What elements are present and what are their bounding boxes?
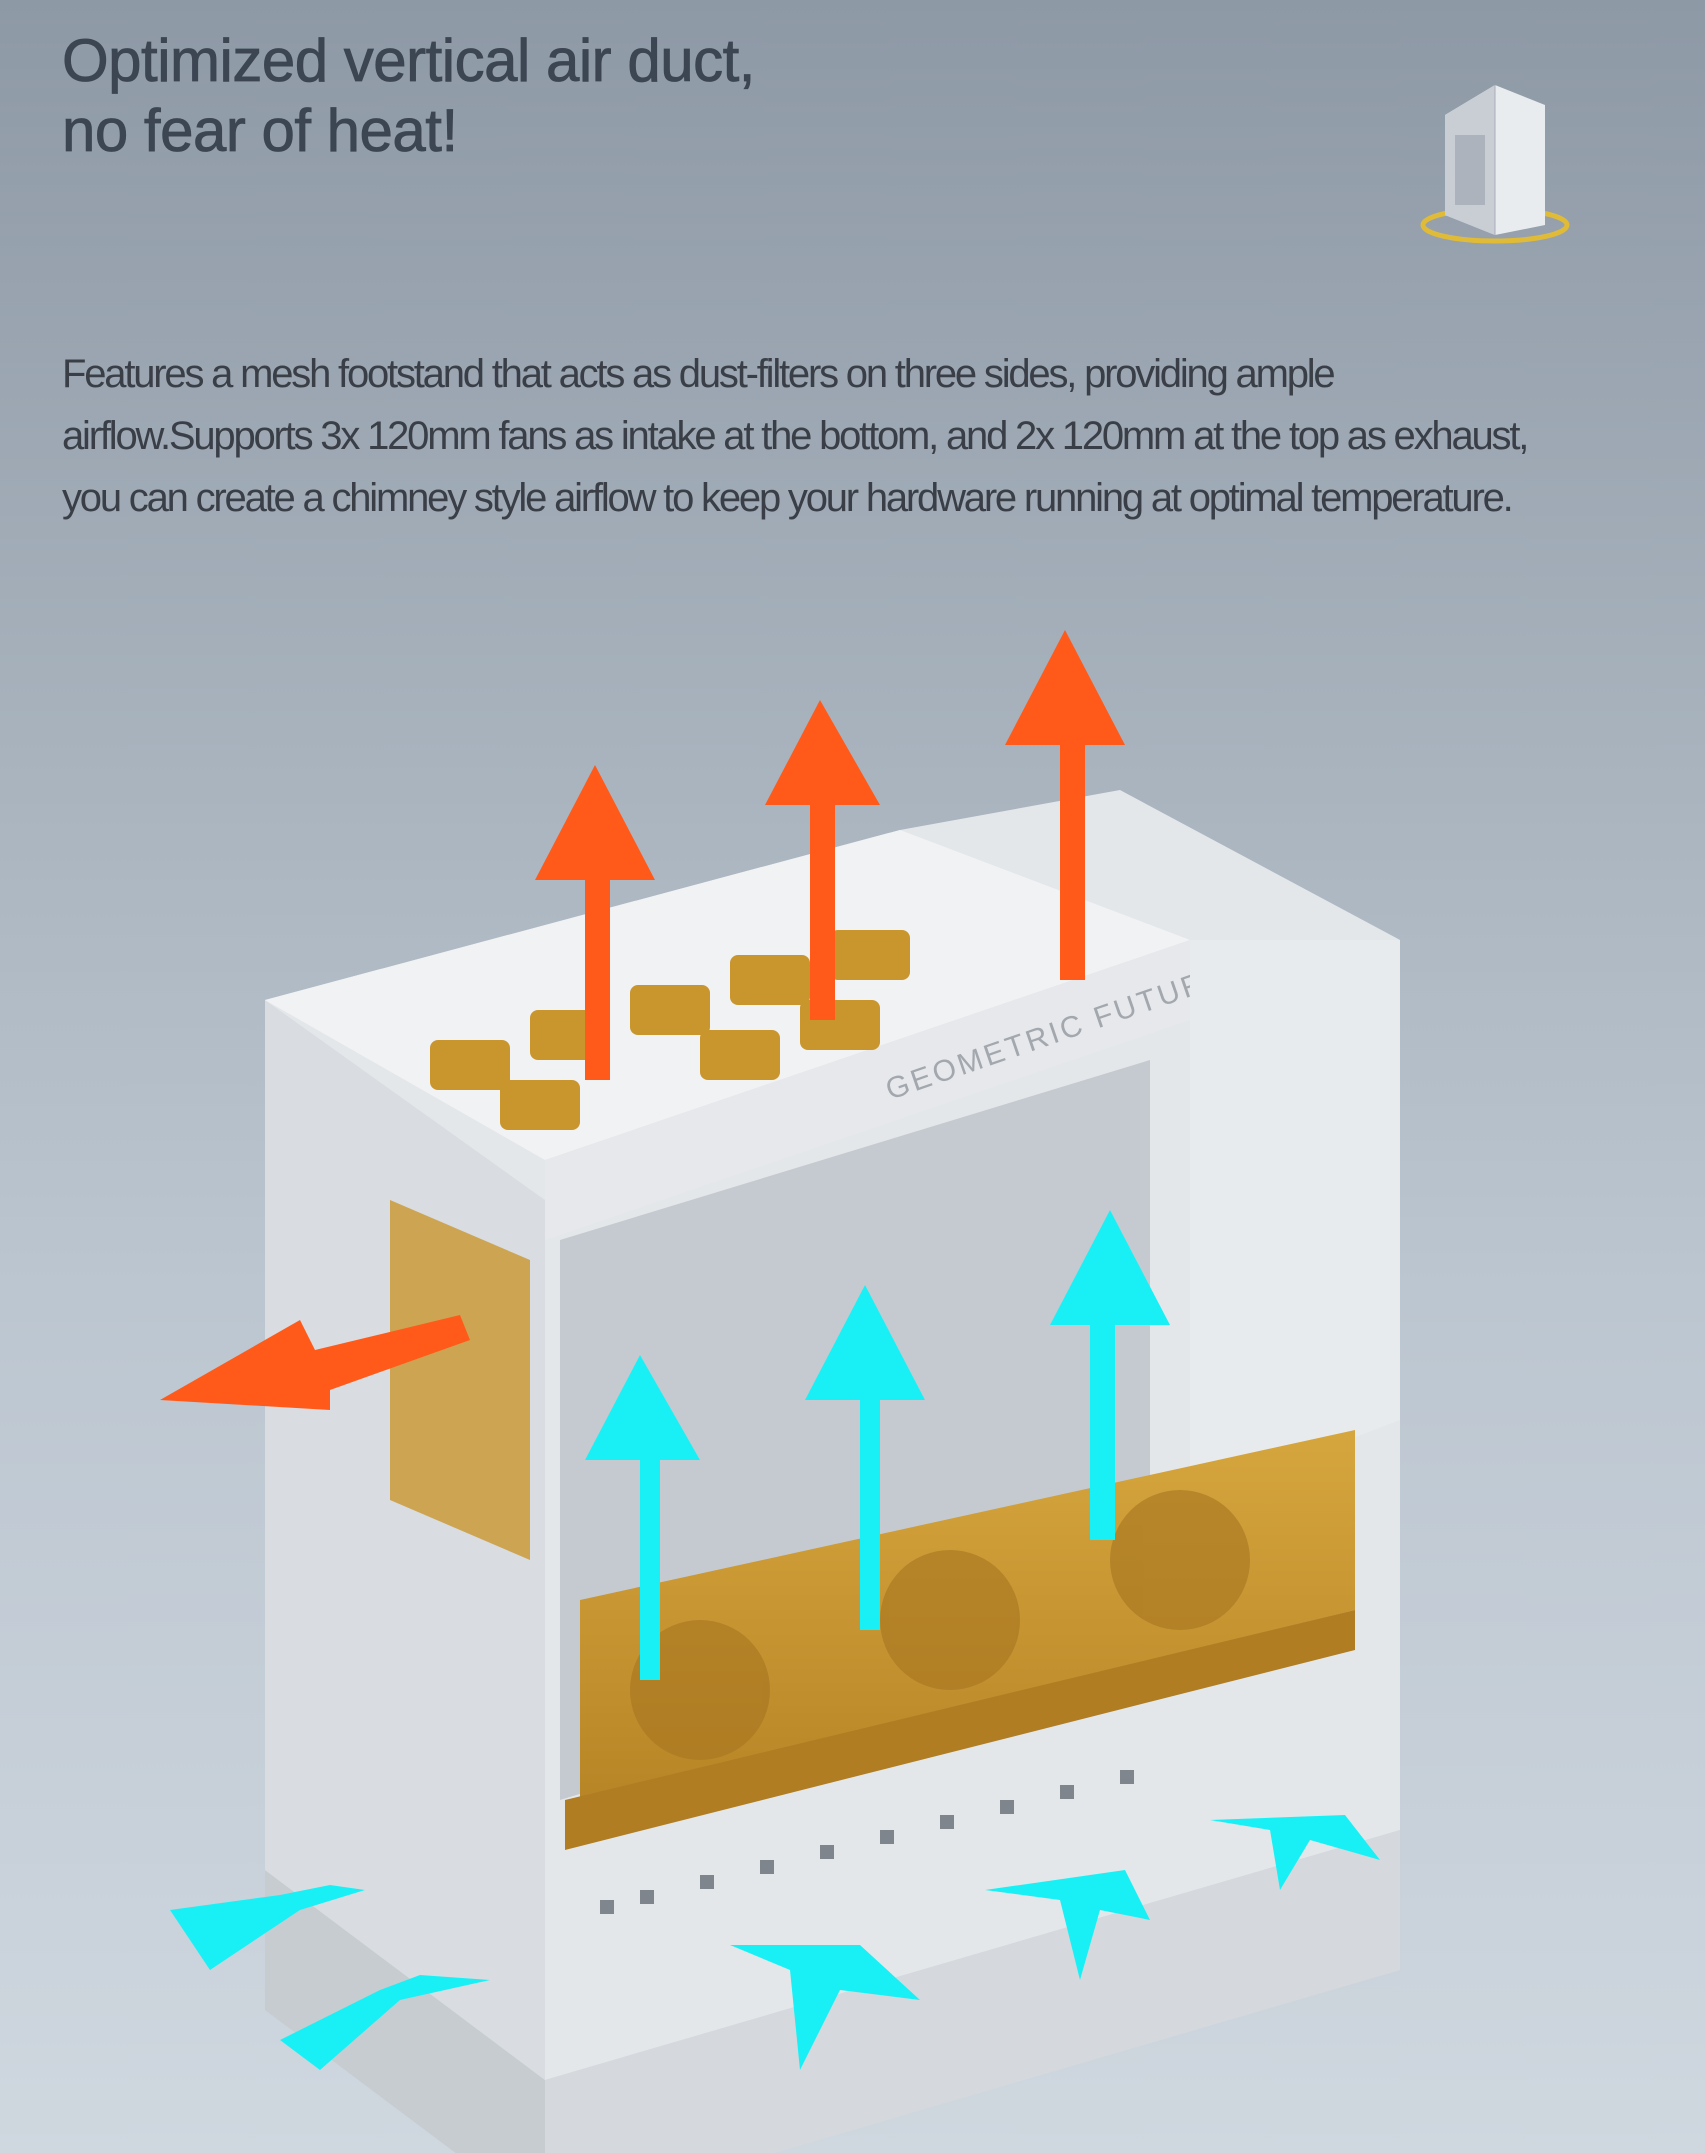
- headline-line-1: Optimized vertical air duct,: [62, 27, 756, 95]
- case-thumbnail-icon: [1420, 85, 1570, 244]
- feature-description: Features a mesh footstand that acts as d…: [62, 352, 1529, 520]
- exhaust-arrows: [160, 630, 1125, 1410]
- pc-case: GEOMETRIC FUTURE: [265, 790, 1400, 2153]
- intake-arrow: [1050, 1210, 1170, 1540]
- intake-arrow: [585, 1355, 700, 1680]
- exhaust-arrow: [1005, 630, 1125, 980]
- intake-arrow: [805, 1285, 925, 1630]
- intake-arrow: [985, 1870, 1150, 1980]
- intake-arrows: [170, 1210, 1380, 2070]
- headline-line-2: no fear of heat!: [62, 97, 459, 165]
- intake-arrow: [280, 1975, 490, 2070]
- intake-arrow: [730, 1945, 920, 2070]
- headline: Optimized vertical air duct, no fear of …: [62, 26, 756, 166]
- case-airflow-illustration: GEOMETRIC FUTURE: [160, 630, 1400, 2153]
- exhaust-arrow: [535, 765, 655, 1080]
- intake-arrow: [170, 1885, 365, 1970]
- exhaust-arrow: [765, 700, 880, 1020]
- exhaust-arrow: [160, 1315, 470, 1410]
- intake-arrow: [1210, 1815, 1380, 1890]
